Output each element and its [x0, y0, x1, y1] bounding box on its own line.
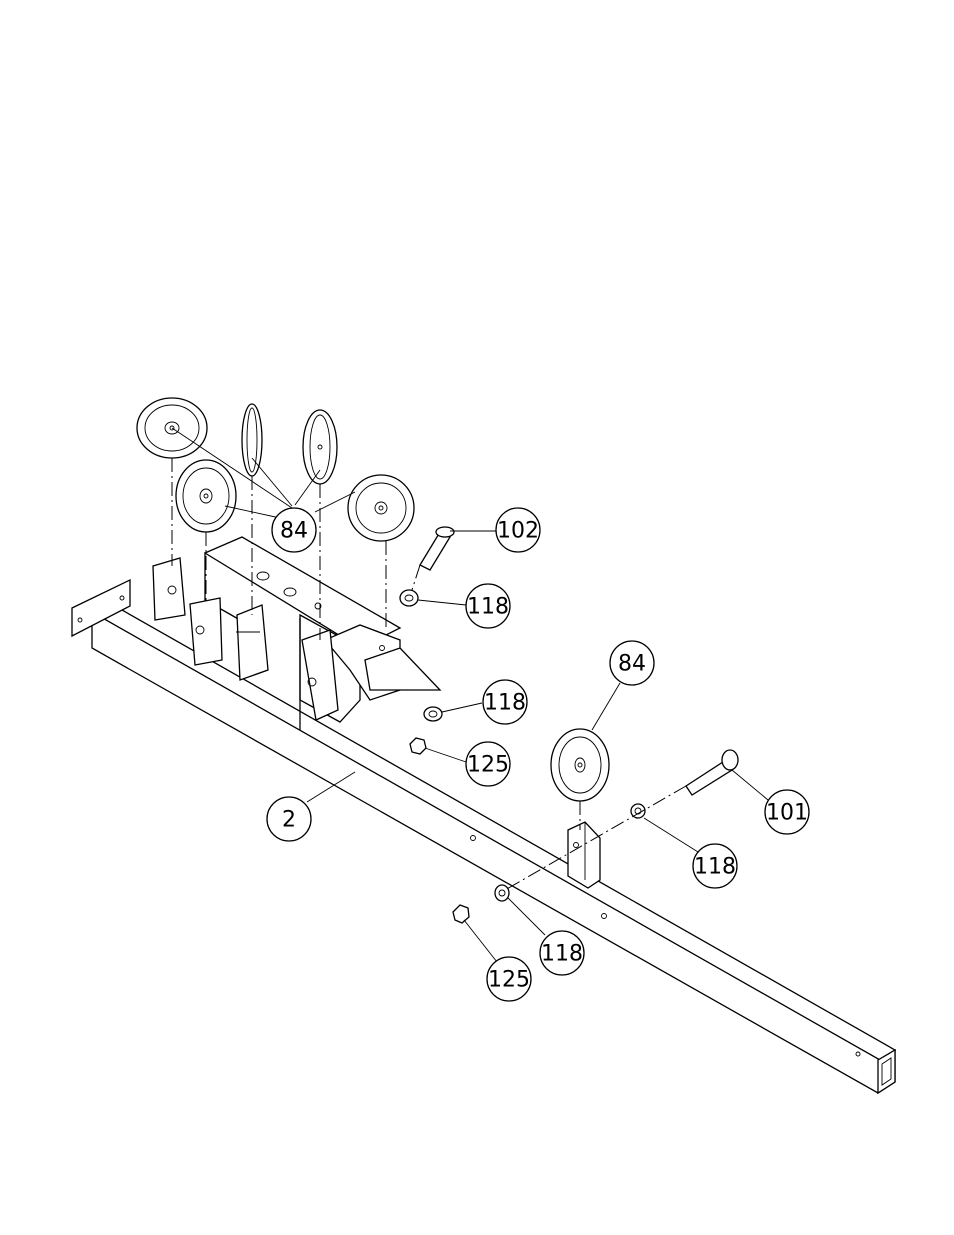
callout-label: 125 [467, 753, 509, 778]
callout-label: 118 [694, 855, 736, 880]
pulley-edge-a [242, 404, 262, 476]
callout-2: 2 [267, 797, 311, 841]
bolt-102 [420, 527, 454, 570]
nut-lower [453, 905, 469, 923]
washer-mid [424, 707, 442, 721]
pulley-edge-b [303, 410, 337, 484]
callout-101: 101 [765, 790, 809, 834]
bracket-assembly [153, 537, 440, 730]
callout-label: 125 [488, 968, 530, 993]
pulley-right-upper [348, 475, 414, 541]
callout-125a: 125 [466, 742, 510, 786]
bolt-101 [686, 750, 738, 795]
callout-label: 2 [282, 808, 296, 833]
callout-84a: 84 [272, 508, 316, 552]
callout-label: 118 [484, 691, 526, 716]
callout-118d: 118 [540, 931, 584, 975]
pulley-lower-right [551, 729, 609, 801]
lower-bracket [568, 822, 600, 888]
washer-lower [495, 885, 509, 901]
callout-label: 118 [541, 942, 583, 967]
callout-118a: 118 [466, 584, 510, 628]
callout-118c: 118 [693, 844, 737, 888]
callout-label: 118 [467, 595, 509, 620]
pulley-middle-left [176, 460, 236, 532]
callout-125b: 125 [487, 957, 531, 1001]
callout-102: 102 [496, 508, 540, 552]
callout-label: 84 [618, 652, 646, 677]
callout-label: 102 [497, 519, 539, 544]
callout-118b: 118 [483, 680, 527, 724]
nut-mid [410, 738, 426, 754]
washer-upper [400, 590, 418, 606]
callout-label: 84 [280, 519, 308, 544]
callout-84b: 84 [610, 641, 654, 685]
callout-label: 101 [766, 801, 808, 826]
